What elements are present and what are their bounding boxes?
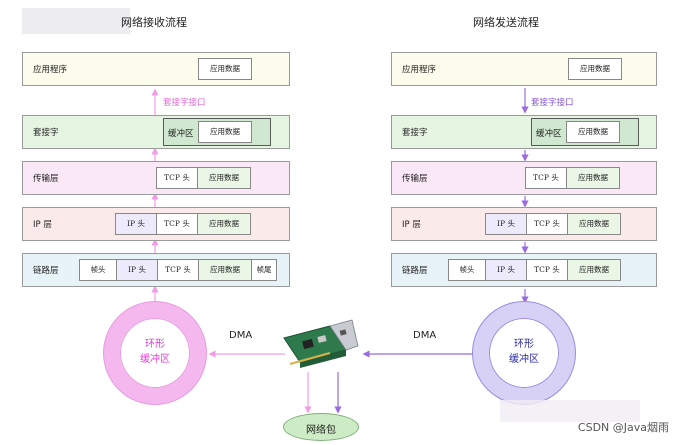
send-transport-label: 传输层 xyxy=(402,174,428,184)
receive-transport-label: 传输层 xyxy=(33,174,59,184)
send-link-label: 链路层 xyxy=(402,266,428,276)
receive-link-frame-tail: 帧尾 xyxy=(251,259,277,281)
receive-dma-label: DMA xyxy=(229,330,253,341)
send-socket-data: 应用数据 xyxy=(566,121,620,143)
receive-link-data: 应用数据 xyxy=(198,259,252,281)
receive-ip-ip: IP 头 xyxy=(115,213,157,235)
watermark-blur xyxy=(500,400,640,422)
send-ip-layer: IP 层 IP 头 TCP 头 应用数据 xyxy=(391,207,657,241)
send-ring-label: 环形 缓冲区 xyxy=(495,337,553,367)
send-ip-tcp: TCP 头 xyxy=(526,213,568,235)
send-app-label: 应用程序 xyxy=(402,65,437,75)
send-link-layer: 链路层 帧头 IP 头 TCP 头 应用数据 xyxy=(391,253,657,287)
send-socket-api-label: 套接字接口 xyxy=(531,98,574,108)
receive-app-data: 应用数据 xyxy=(198,58,252,80)
receive-buffer-label: 缓冲区 xyxy=(168,129,194,139)
receive-link-frame-head: 帧头 xyxy=(79,259,117,281)
receive-link-layer: 链路层 帧头 IP 头 TCP 头 应用数据 帧尾 xyxy=(22,253,290,287)
receive-title: 网络接收流程 xyxy=(121,16,187,29)
receive-ip-data: 应用数据 xyxy=(197,213,251,235)
receive-ring-line1: 环形 xyxy=(145,339,165,350)
receive-link-tcp: TCP 头 xyxy=(157,259,199,281)
send-transport-data: 应用数据 xyxy=(566,167,620,189)
send-transport-layer: 传输层 TCP 头 应用数据 xyxy=(391,161,657,195)
receive-app-layer: 应用程序 应用数据 xyxy=(22,52,290,86)
send-socket-label: 套接字 xyxy=(402,128,428,138)
send-link-data: 应用数据 xyxy=(567,259,621,281)
receive-transport-layer: 传输层 TCP 头 应用数据 xyxy=(22,161,290,195)
send-ip-ip: IP 头 xyxy=(485,213,527,235)
network-card-icon xyxy=(283,319,359,368)
send-socket-layer: 套接字 缓冲区 应用数据 xyxy=(391,115,657,149)
receive-ip-label: IP 层 xyxy=(33,220,52,230)
receive-link-ip: IP 头 xyxy=(116,259,158,281)
send-title: 网络发送流程 xyxy=(473,16,539,29)
send-ring-line2: 缓冲区 xyxy=(509,354,539,365)
receive-ip-layer: IP 层 IP 头 TCP 头 应用数据 xyxy=(22,207,290,241)
blurred-region xyxy=(22,8,130,34)
send-ip-label: IP 层 xyxy=(402,220,421,230)
receive-transport-tcp: TCP 头 xyxy=(156,167,198,189)
send-link-ip: IP 头 xyxy=(485,259,527,281)
send-link-tcp: TCP 头 xyxy=(526,259,568,281)
receive-socket-label: 套接字 xyxy=(33,128,59,138)
send-transport-tcp: TCP 头 xyxy=(525,167,567,189)
receive-app-label: 应用程序 xyxy=(33,65,68,75)
receive-ring-line2: 缓冲区 xyxy=(140,354,170,365)
receive-ip-tcp: TCP 头 xyxy=(156,213,198,235)
send-app-data: 应用数据 xyxy=(568,58,622,80)
send-dma-label: DMA xyxy=(413,330,437,341)
receive-ring-label: 环形 缓冲区 xyxy=(126,337,184,367)
send-ring-line1: 环形 xyxy=(514,339,534,350)
send-buffer-label: 缓冲区 xyxy=(536,129,562,139)
receive-socket-layer: 套接字 缓冲区 应用数据 xyxy=(22,115,290,149)
packet-label: 网络包 xyxy=(306,425,336,436)
send-app-layer: 应用程序 应用数据 xyxy=(391,52,657,86)
watermark: CSDN @Java烟雨 xyxy=(577,421,669,434)
receive-socket-buffer: 缓冲区 应用数据 xyxy=(163,118,271,146)
send-socket-buffer: 缓冲区 应用数据 xyxy=(531,118,639,146)
send-ip-data: 应用数据 xyxy=(567,213,621,235)
receive-link-label: 链路层 xyxy=(33,266,59,276)
network-packet: 网络包 xyxy=(283,413,359,441)
receive-socket-data: 应用数据 xyxy=(198,121,252,143)
send-link-frame-head: 帧头 xyxy=(448,259,486,281)
receive-socket-api-label: 套接字接口 xyxy=(163,98,206,108)
receive-transport-data: 应用数据 xyxy=(197,167,251,189)
